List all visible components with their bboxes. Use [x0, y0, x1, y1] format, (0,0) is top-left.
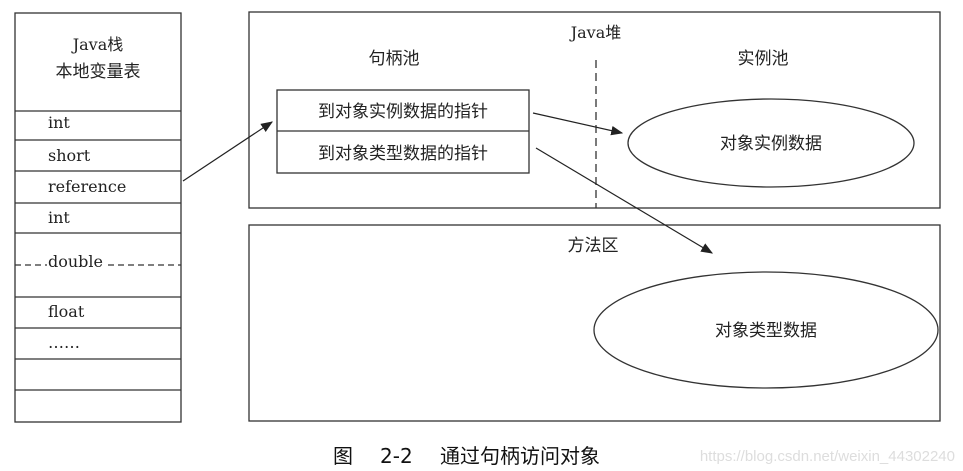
watermark: https://blog.csdn.net/weixin_44302240	[700, 448, 955, 465]
stack-slot: int	[48, 208, 70, 227]
stack-subtitle: 本地变量表	[56, 62, 141, 82]
stack-slot: reference	[48, 177, 126, 196]
instance-pointer-arrow	[532, 112, 624, 136]
type-pointer-arrow	[535, 147, 714, 254]
handle-pool-title: 句柄池	[369, 49, 420, 69]
caption-number: 2-2	[380, 444, 413, 468]
type-data-ellipse	[593, 271, 939, 389]
java-heap-box	[248, 11, 941, 209]
heap-title: Java堆	[569, 23, 622, 42]
java-stack	[14, 12, 182, 423]
type-pointer-entry: 到对象类型数据的指针	[318, 144, 488, 164]
method-area-box	[248, 224, 941, 422]
stack-slot: short	[48, 146, 91, 165]
stack-slot: int	[48, 113, 70, 132]
caption-label: 图	[333, 444, 353, 468]
stack-slot: float	[48, 302, 85, 321]
stack-slot: ……	[48, 333, 80, 352]
stack-title: Java栈	[71, 35, 124, 54]
stack-slot: double	[48, 252, 103, 271]
instance-pointer-entry: 到对象实例数据的指针	[318, 102, 488, 122]
instance-data-ellipse	[627, 98, 915, 188]
instance-pool-title: 实例池	[738, 49, 789, 69]
reference-arrow	[182, 121, 274, 182]
type-data-label: 对象类型数据	[715, 321, 817, 341]
instance-data-label: 对象实例数据	[720, 134, 822, 154]
caption-text: 通过句柄访问对象	[440, 444, 600, 468]
handle-pool-box	[276, 89, 530, 174]
method-area-title: 方法区	[568, 236, 619, 256]
